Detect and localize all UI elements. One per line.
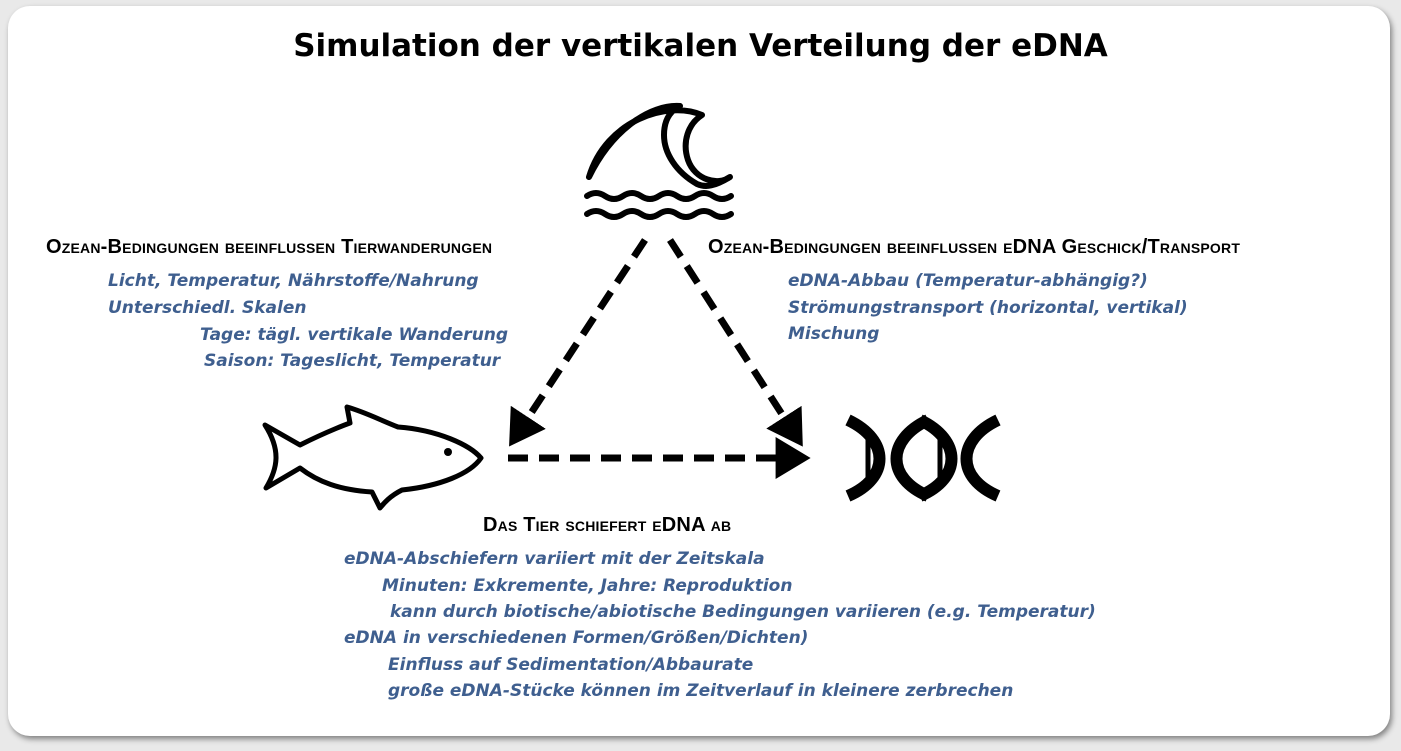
dna-icon [845, 414, 1001, 502]
bottom-note-line: Einfluss auf Sedimentation/Abbaurate [388, 655, 754, 675]
bottom-note-line: eDNA-Abschiefern variiert mit der Zeitsk… [344, 549, 765, 569]
fish-icon [262, 404, 484, 511]
right-note-line: Strömungstransport (horizontal, vertikal… [788, 298, 1188, 318]
right-note-line: eDNA-Abbau (Temperatur-abhängig?) [788, 271, 1148, 291]
diagram-title: Simulation der vertikalen Verteilung der… [293, 28, 1108, 64]
left-note-line: Licht, Temperatur, Nährstoffe/Nahrung [108, 271, 479, 291]
left-note-line: Tage: tägl. vertikale Wanderung [200, 325, 509, 345]
left-note-line: Saison: Tageslicht, Temperatur [204, 351, 501, 371]
right-heading: Ozean-Bedingungen beeinflussen eDNA Gesc… [708, 236, 1241, 258]
wave-icon [584, 102, 734, 220]
bottom-note-line: große eDNA-Stücke können im Zeitverlauf … [388, 681, 1014, 701]
left-heading: Ozean-Bedingungen beeinflussen Tierwande… [46, 236, 493, 258]
arrow-ocean-to-edna [667, 238, 803, 447]
bottom-note-line: eDNA in verschiedenen Formen/Größen/Dich… [344, 628, 809, 648]
bottom-note-line: Minuten: Exkremente, Jahre: Reproduktion [382, 576, 793, 596]
bottom-note-line: kann durch biotische/abiotische Bedingun… [390, 602, 1096, 622]
bottom-heading: Das Tier schiefert eDNA ab [483, 514, 732, 536]
left-note-line: Unterschiedl. Skalen [108, 298, 307, 318]
diagram-card [8, 6, 1390, 736]
arrow-ocean-to-animal [509, 238, 648, 447]
right-note-line: Mischung [788, 324, 880, 344]
